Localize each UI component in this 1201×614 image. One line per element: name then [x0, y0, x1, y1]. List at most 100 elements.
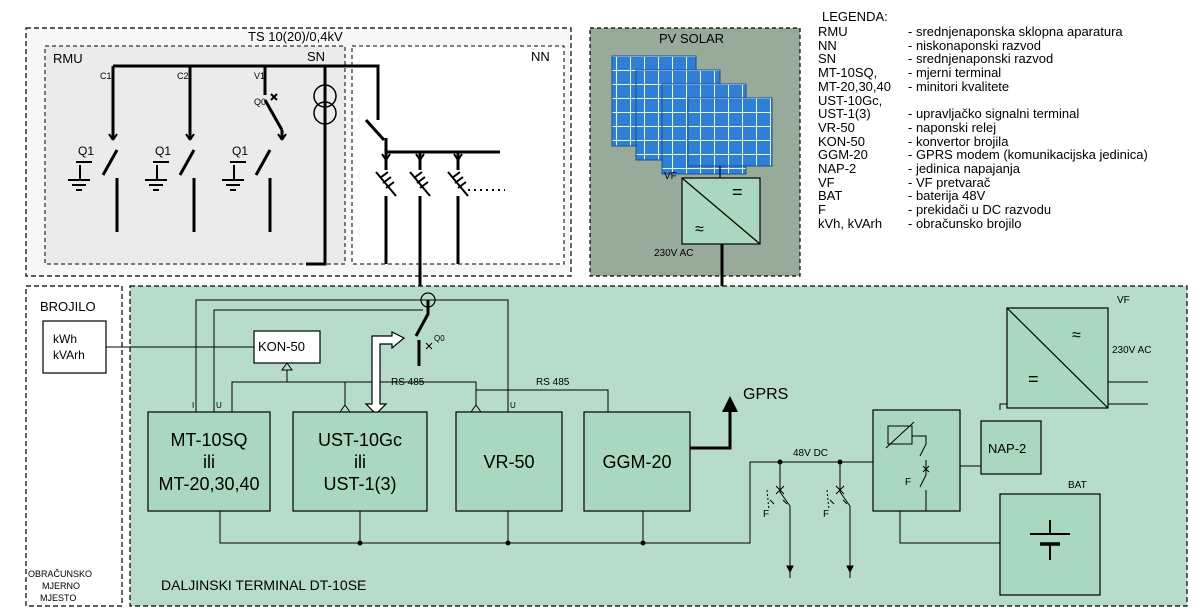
legend-row: BAT - baterija 48V	[818, 189, 1148, 203]
q1-label: Q1	[78, 144, 95, 158]
mt-block-label: MT-10SQ ili MT-20,30,40	[148, 412, 270, 511]
bat-label: BAT	[1068, 480, 1087, 491]
legend-key: VR-50	[818, 119, 855, 135]
vf-ac-symbol: ≈	[1072, 327, 1081, 344]
legend-row: NN - niskonaponski razvod	[818, 37, 1148, 53]
kwh-meter	[42, 320, 107, 374]
q1-label: Q1	[232, 144, 249, 158]
legend-value: - jedinica napajanja	[908, 161, 1021, 177]
mt-line-1: MT-10SQ	[170, 429, 248, 450]
obracunsko-line-2: MJERNO	[42, 581, 80, 591]
gprs-arrow	[690, 408, 732, 450]
ggm-block-label: GGM-20	[584, 412, 690, 511]
kon50-box	[253, 330, 321, 364]
legend-key: MT-10SQ,	[818, 65, 878, 81]
kvarh-label: kVArh	[53, 348, 85, 362]
ggm-block	[583, 411, 691, 512]
battery-symbol	[1030, 520, 1070, 560]
legend-value: - konvertor brojila	[908, 133, 1009, 149]
legend-key: BAT	[818, 188, 843, 204]
vr-block-label: VR-50	[456, 412, 562, 511]
rs485-right: RS 485	[536, 377, 570, 388]
legend-value: - mjerni terminal	[908, 65, 1002, 81]
legend-row: F - prekidači u DC razvodu	[818, 203, 1148, 217]
pv-title: PV SOLAR	[659, 31, 725, 46]
pv-panel	[687, 97, 773, 167]
q1-label: Q1	[155, 144, 172, 158]
legend-row: VF- VF pretvarač	[818, 176, 1148, 190]
pv-ac-symbol: ≈	[695, 221, 704, 238]
legend-value: - prekidači u DC razvodu	[908, 202, 1052, 218]
ust-block	[292, 411, 428, 512]
switch-module	[872, 409, 961, 512]
pv-dc-symbol: =	[732, 182, 743, 202]
nn-fuses	[375, 153, 469, 197]
rmu-label: RMU	[53, 51, 83, 66]
legend-key: GGM-20	[818, 147, 868, 163]
mt-u-label: U	[216, 401, 222, 410]
legend-value: - naponski relej	[908, 119, 997, 135]
rmu-earthing	[68, 93, 287, 191]
c1-label: C1	[100, 71, 112, 81]
legend-key: SN	[818, 51, 837, 67]
mt-line-2: ili	[203, 451, 215, 472]
legend-value: - srednjenaponska sklopna aparatura	[908, 24, 1123, 39]
legend-key: UST-10Gc,	[818, 92, 883, 108]
legend-key: UST-1(3)	[818, 106, 871, 122]
legend-key: KON-50	[818, 133, 865, 149]
ust-line-3: UST-1(3)	[323, 473, 397, 494]
legend-value: - baterija 48V	[908, 188, 986, 204]
terminal-junctions	[357, 459, 843, 546]
legend-row: VR-50 - naponski relej	[818, 121, 1148, 135]
vf-dc-symbol: =	[1028, 369, 1039, 389]
terminal-wiring	[195, 299, 1148, 578]
legend-row: GGM-20 - GPRS modem (komunikacijska jedin…	[818, 148, 1148, 162]
legend-row: KON-50 - konvertor brojila	[818, 133, 1148, 149]
legend-value: - upravljačko signalni terminal	[908, 106, 1080, 122]
mt-line-3: MT-20,30,40	[158, 473, 260, 494]
legend-value: - niskonaponski razvod	[908, 37, 1041, 53]
vf-right-label: VF	[1117, 295, 1130, 306]
vr-block	[455, 411, 563, 512]
bottom-breaker-q0	[414, 300, 430, 366]
legend-row: UST-1(3) - upravljačko signalni terminal	[818, 107, 1148, 121]
gprs-label: GPRS	[743, 386, 789, 403]
v1-label: V1	[254, 71, 266, 81]
dc-48v-label: 48V DC	[793, 448, 829, 459]
kon50-label: KON-50	[258, 339, 305, 354]
legend-key: kVh, kVArh	[818, 215, 883, 231]
ust-block-label: UST-10Gc ili UST-1(3)	[293, 412, 427, 511]
legend-value: - obračunsko brojilo	[908, 215, 1022, 231]
ggm-line-1: GGM-20	[602, 451, 672, 472]
ust-line-2: ili	[354, 451, 366, 472]
legend-row: SN- srednjenaponski razvod	[818, 52, 1148, 66]
ts-title: TS 10(20)/0,4kV	[248, 29, 343, 44]
rmu-switchgear	[101, 64, 327, 266]
sn-label: SN	[307, 49, 326, 64]
legend-row: UST-10Gc,	[818, 92, 1148, 108]
f-left-label: F	[763, 509, 770, 520]
pv-vf-label: VF	[664, 171, 677, 182]
f-module-label: F	[905, 477, 912, 488]
legend-value: - VF pretvarač	[908, 174, 991, 190]
legend-key: F	[818, 202, 826, 218]
legend-row: kVh, kVArh - obračunsko brojilo	[818, 217, 1148, 231]
legend-row: MT-10SQ, - mjerni terminal	[818, 66, 1148, 80]
nap2-box	[980, 420, 1042, 475]
legend-value: - GPRS modem (komunikacijska jedinica)	[908, 147, 1148, 163]
relay-symbol	[885, 421, 930, 511]
dc-breakers	[766, 485, 848, 511]
legend-key: NAP-2	[818, 161, 857, 177]
obracunsko-line-3: MJESTO	[40, 593, 77, 603]
vr-line-1: VR-50	[483, 451, 535, 472]
legend-value: - minitori kvalitete	[908, 78, 1010, 94]
f-right-label: F	[823, 509, 830, 520]
q0-top-label: Q0	[254, 97, 267, 107]
c2-label: C2	[177, 71, 189, 81]
legend-key: NN	[818, 37, 837, 53]
legend-row: NAP-2 - jedinica napajanja	[818, 162, 1148, 176]
kwh-label: kWh	[53, 332, 77, 346]
